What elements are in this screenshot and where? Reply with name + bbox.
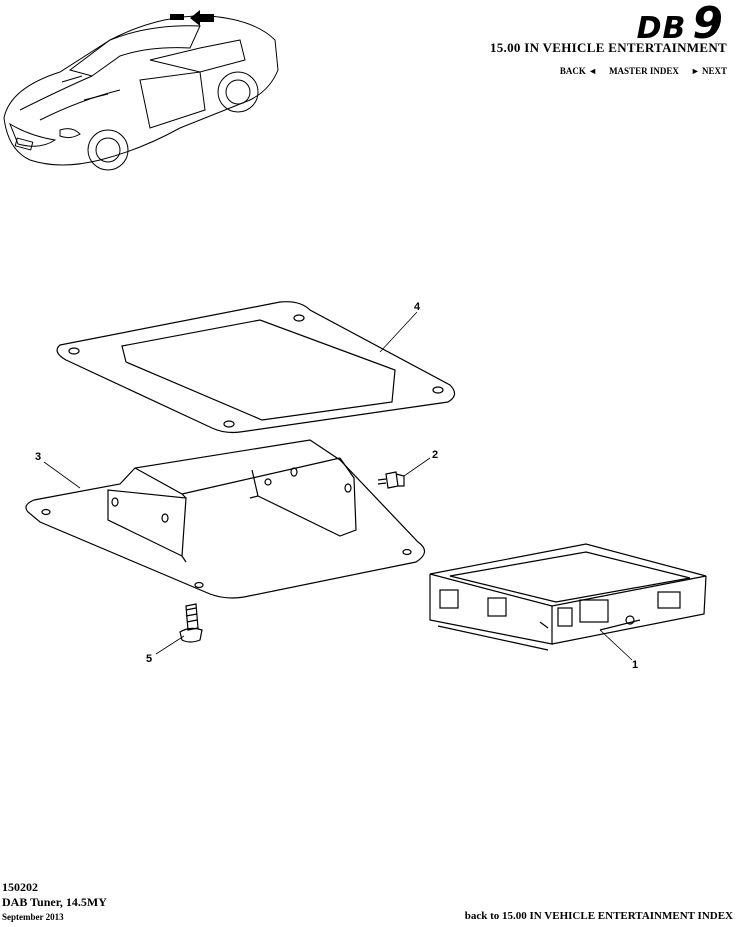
part-code: 150202 bbox=[2, 880, 38, 894]
master-index-link[interactable]: MASTER INDEX bbox=[609, 66, 679, 76]
callout-4: 4 bbox=[414, 301, 421, 313]
part-name: DAB Tuner, 14.5MY bbox=[2, 895, 107, 909]
section-title: 15.00 IN VEHICLE ENTERTAINMENT bbox=[489, 40, 727, 55]
logo-number: 9 bbox=[692, 0, 723, 49]
navigation-bar: BACK ◄ MASTER INDEX ► NEXT bbox=[560, 66, 727, 76]
next-link[interactable]: ► NEXT bbox=[690, 66, 727, 76]
logo-prefix: DB bbox=[636, 11, 687, 46]
back-link[interactable]: BACK ◄ bbox=[559, 66, 598, 76]
part-1-tuner-module bbox=[429, 543, 707, 651]
callout-3: 3 bbox=[35, 451, 41, 463]
callout-1: 1 bbox=[632, 659, 638, 671]
part-3-bracket bbox=[25, 439, 426, 599]
part-4-gasket bbox=[56, 301, 456, 434]
callout-2: 2 bbox=[432, 449, 438, 461]
back-to-index-link[interactable]: back to 15.00 IN VEHICLE ENTERTAINMENT I… bbox=[464, 910, 733, 922]
car-thumbnail-image bbox=[3, 10, 279, 171]
part-info: 150202 DAB Tuner, 14.5MY September 2013 bbox=[2, 880, 107, 922]
part-5-bolt bbox=[179, 603, 203, 643]
callout-5: 5 bbox=[146, 653, 152, 665]
part-2-screw bbox=[377, 471, 405, 489]
parts-diagram: 4 3 2 5 1 bbox=[25, 301, 707, 671]
publication-date: September 2013 bbox=[2, 912, 64, 922]
